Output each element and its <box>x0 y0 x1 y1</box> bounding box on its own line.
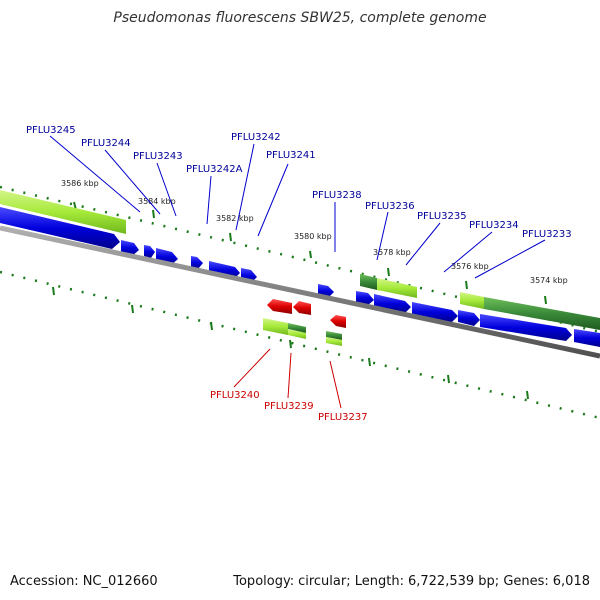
feature-block[interactable] <box>288 329 306 339</box>
gene-arrow-forward[interactable] <box>0 207 120 249</box>
gene-arrow-forward[interactable] <box>121 240 139 256</box>
callout-line <box>257 163 289 237</box>
gene-track-forward <box>0 207 600 347</box>
scale-label: 3580 kbp <box>294 232 332 241</box>
scale-tick-major <box>152 209 155 219</box>
gene-label-forward[interactable]: PFLU3244 <box>81 138 131 149</box>
feature-block[interactable] <box>288 323 306 333</box>
gene-label-reverse[interactable]: PFLU3237 <box>318 412 368 423</box>
scale-label: 3574 kbp <box>530 276 568 285</box>
scale-label: 3582 kbp <box>216 214 254 223</box>
gene-track-reverse <box>267 299 346 328</box>
gene-label-forward[interactable]: PFLU3233 <box>522 229 572 240</box>
gene-label-forward[interactable]: PFLU3235 <box>417 211 467 222</box>
gene-label-reverse[interactable]: PFLU3239 <box>264 401 314 412</box>
gene-arrow-forward[interactable] <box>480 314 572 341</box>
scale-tick-major <box>447 374 450 384</box>
gene-label-forward[interactable]: PFLU3242 <box>231 132 281 143</box>
feature-block[interactable] <box>263 318 288 335</box>
callout-line <box>405 222 441 266</box>
gene-arrow-forward[interactable] <box>374 294 411 313</box>
scale-tick-major <box>465 280 468 290</box>
feature-block[interactable] <box>377 278 417 298</box>
scale-tick-major <box>309 250 312 259</box>
gene-arrow-reverse[interactable] <box>293 301 311 315</box>
accession-label: Accession: <box>10 574 79 589</box>
scale-tick-major <box>52 286 55 296</box>
genome-summary: Topology:circular; Length:6,722,539 bp; … <box>233 574 590 589</box>
scale-track-lower <box>0 270 600 420</box>
gene-arrow-forward[interactable] <box>144 245 155 258</box>
scale-tick-major <box>210 321 213 331</box>
callout-line <box>49 135 141 213</box>
callout-line <box>287 352 292 399</box>
gene-arrow-forward[interactable] <box>458 310 480 326</box>
scale-label: 3586 kbp <box>61 179 99 188</box>
gene-label-forward[interactable]: PFLU3238 <box>312 190 362 201</box>
feature-block[interactable] <box>0 190 126 234</box>
scale-tick-major <box>526 390 529 400</box>
gene-label-forward[interactable]: PFLU3234 <box>469 220 519 231</box>
genes-label: Genes: <box>503 574 549 589</box>
genome-backbone <box>0 225 600 359</box>
scale-label: 3576 kbp <box>451 262 489 271</box>
scale-tick-major <box>131 304 134 314</box>
callout-line <box>474 239 546 279</box>
length-label: Length: <box>354 574 404 589</box>
callout-line <box>376 211 389 261</box>
gene-label-forward[interactable]: PFLU3243 <box>133 151 183 162</box>
genome-title: Pseudomonas fluorescens SBW25, complete … <box>113 10 487 26</box>
gene-label-forward[interactable]: PFLU3236 <box>365 201 415 212</box>
gene-label-reverse[interactable]: PFLU3240 <box>210 390 260 401</box>
callout-line <box>233 348 271 388</box>
length-value: 6,722,539 bp; <box>407 574 500 589</box>
scale-tick-major <box>544 295 547 305</box>
accession-info: Accession:NC_012660 <box>10 574 158 589</box>
gene-arrow-reverse[interactable] <box>267 299 292 314</box>
gene-label-forward[interactable]: PFLU3245 <box>26 125 76 136</box>
gene-arrow-forward[interactable] <box>574 329 600 347</box>
callout-line <box>156 162 177 217</box>
feature-track-forward <box>0 190 600 330</box>
feature-track-reverse <box>263 318 342 346</box>
feature-block[interactable] <box>326 337 342 346</box>
accession-value: NC_012660 <box>82 574 158 589</box>
scale-label: 3578 kbp <box>373 248 411 257</box>
callout-line <box>104 149 161 215</box>
feature-block[interactable] <box>484 297 600 330</box>
gene-label-forward[interactable]: PFLU3241 <box>266 150 316 161</box>
scale-tick-major <box>229 232 232 242</box>
callout-line <box>235 143 255 231</box>
gene-arrow-reverse[interactable] <box>330 315 346 328</box>
gene-arrow-forward[interactable] <box>356 291 374 305</box>
scale-label: 3584 kbp <box>138 197 176 206</box>
scale-tick-major <box>368 357 371 367</box>
scale-tick-major <box>289 339 292 349</box>
callout-line <box>443 231 493 273</box>
feature-block[interactable] <box>460 292 484 309</box>
topology-label: Topology: <box>233 574 295 589</box>
callout-line <box>206 175 212 225</box>
gene-label-forward[interactable]: PFLU3242A <box>186 164 243 175</box>
gene-arrow-forward[interactable] <box>191 256 203 269</box>
callout-line <box>329 360 342 409</box>
topology-value: circular; <box>298 574 351 589</box>
genes-value: 6,018 <box>552 574 590 589</box>
feature-block[interactable] <box>360 274 377 290</box>
scale-tick-major <box>387 267 390 277</box>
